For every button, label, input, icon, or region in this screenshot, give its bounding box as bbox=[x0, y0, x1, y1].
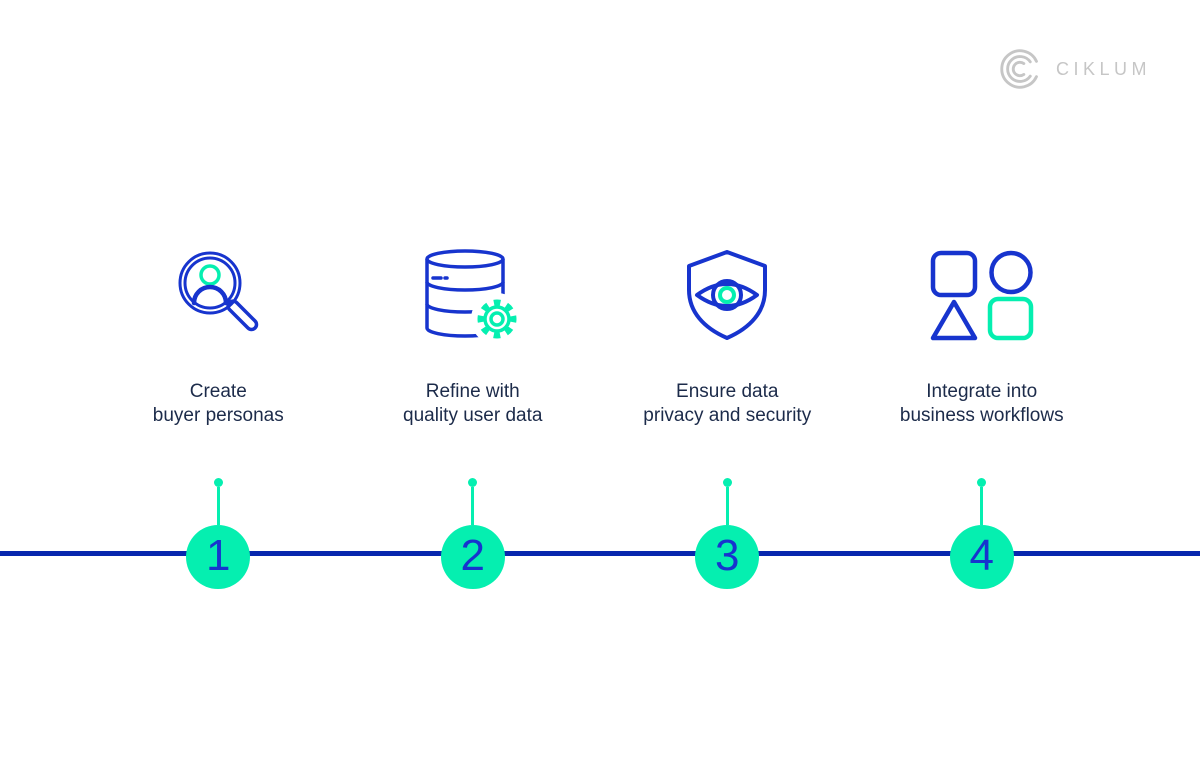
step-label-2: Refine with quality user data bbox=[403, 380, 542, 428]
timeline-node-3: 3 bbox=[600, 478, 855, 589]
step-column-2: Refine with quality user data bbox=[346, 240, 601, 428]
node-dot bbox=[977, 478, 987, 487]
node-dot bbox=[468, 478, 478, 487]
step-label-line: Integrate into bbox=[926, 381, 1038, 402]
timeline-node-4: 4 bbox=[855, 478, 1110, 589]
step-label-1: Create buyer personas bbox=[153, 380, 284, 428]
node-stem bbox=[216, 487, 220, 525]
database-gear-icon bbox=[425, 240, 524, 350]
steps-row: Create buyer personas bbox=[91, 240, 1109, 428]
node-circle: 1 bbox=[186, 525, 251, 589]
brand-name: CIKLUM bbox=[1055, 58, 1151, 79]
step-label-line: Refine with bbox=[425, 381, 520, 402]
step-label-line: privacy and security bbox=[643, 405, 812, 426]
ciklum-logo-icon bbox=[1000, 49, 1038, 89]
step-column-4: Integrate into business workflows bbox=[855, 240, 1110, 428]
shield-eye-icon bbox=[686, 240, 768, 350]
step-number: 4 bbox=[969, 531, 994, 580]
node-dot bbox=[722, 478, 732, 487]
step-column-3: Ensure data privacy and security bbox=[600, 240, 855, 428]
step-label-line: Create bbox=[189, 381, 247, 402]
step-label-line: business workflows bbox=[899, 405, 1064, 426]
node-stem bbox=[980, 487, 984, 525]
node-stem bbox=[725, 487, 729, 525]
node-circle: 2 bbox=[440, 525, 505, 589]
timeline-nodes-row: 1 2 3 4 bbox=[91, 478, 1109, 589]
step-label-line: buyer personas bbox=[152, 405, 284, 426]
step-label-3: Ensure data privacy and security bbox=[643, 380, 811, 428]
step-label-line: quality user data bbox=[403, 405, 543, 426]
step-number: 1 bbox=[206, 531, 231, 580]
node-dot bbox=[213, 478, 223, 487]
step-number: 2 bbox=[460, 531, 485, 580]
brand-logo: CIKLUM bbox=[997, 46, 1151, 92]
timeline-line bbox=[0, 551, 1200, 556]
step-column-1: Create buyer personas bbox=[91, 240, 346, 428]
step-label-line: Ensure data bbox=[676, 381, 779, 402]
shapes-grid-icon bbox=[930, 240, 1034, 350]
step-label-4: Integrate into business workflows bbox=[900, 380, 1064, 428]
step-number: 3 bbox=[715, 531, 740, 580]
timeline-node-2: 2 bbox=[346, 478, 601, 589]
magnifier-person-icon bbox=[176, 240, 260, 350]
node-circle: 3 bbox=[695, 525, 760, 589]
node-circle: 4 bbox=[949, 525, 1014, 589]
timeline-node-1: 1 bbox=[91, 478, 346, 589]
node-stem bbox=[471, 487, 475, 525]
